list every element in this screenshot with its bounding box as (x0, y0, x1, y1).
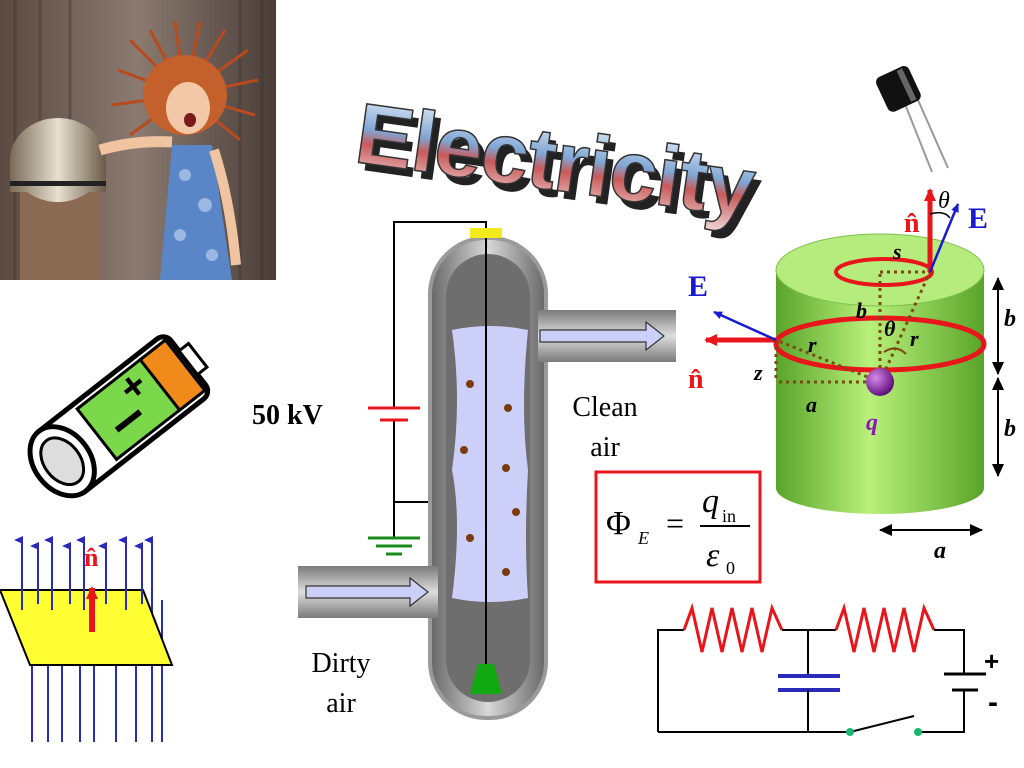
clean-air-label-1: Clean (572, 392, 637, 423)
dirty-air-arrow (305, 576, 429, 608)
right-r-label: r (910, 326, 919, 351)
flux-n-hat: n̂ (84, 543, 99, 572)
dust-particles (460, 380, 520, 576)
switch-lever (849, 715, 915, 733)
capacitor-component-image (876, 66, 949, 173)
precipitator-diagram: 50 kV Clean air Dirty air (252, 221, 676, 720)
gauss-law-equation: Φ E = q in ε 0 (594, 470, 762, 584)
plus-label: + (984, 646, 999, 676)
ground-symbol (368, 536, 420, 556)
theta-arc (883, 347, 907, 355)
bottom-a-label: a (934, 538, 946, 564)
equals-sign: = (666, 505, 684, 541)
phi-symbol: Φ (606, 505, 631, 542)
rc-circuit-diagram: + - (657, 602, 999, 736)
inner-theta-label: θ (884, 316, 896, 341)
top-e-label: E (968, 202, 988, 235)
voltage-label: 50 kV (252, 400, 323, 431)
circuit-left-wire (657, 629, 684, 732)
clean-air-arrow (539, 320, 665, 352)
column-cap (470, 228, 502, 238)
numerator-q: q (702, 483, 719, 520)
switch-contact-left (846, 728, 854, 736)
yellow-plane (0, 589, 174, 666)
denominator-subscript: 0 (726, 558, 735, 578)
side-field-arrow (713, 310, 777, 342)
cylinder-gaussian-surface: n̂ θ E s b θ r r E n̂ z a q b b a (688, 188, 1016, 564)
z-label: z (753, 360, 763, 385)
inner-b-label: b (856, 298, 867, 323)
flux-arrows-front (14, 536, 153, 610)
resistor-2 (834, 602, 936, 653)
electrode-weight (470, 664, 502, 694)
flux-plane-diagram: n̂ (0, 536, 174, 742)
resistor-1 (682, 602, 784, 653)
charge-q-label: q (866, 410, 878, 436)
point-charge (866, 368, 894, 396)
circuit-right-lower-wire (920, 690, 965, 733)
left-r-label: r (808, 332, 817, 357)
dirty-air-label-1: Dirty (311, 648, 370, 679)
construction-lines (774, 270, 932, 384)
minus-label: - (988, 686, 998, 719)
lower-b-label: b (1004, 416, 1016, 442)
dirty-air-label-2: air (326, 688, 356, 719)
numerator-subscript: in (722, 506, 736, 526)
denominator-epsilon: ε (706, 537, 720, 574)
battery-clipart: + (27, 334, 211, 499)
top-field-arrow (928, 203, 960, 273)
upper-b-label: b (1004, 306, 1016, 332)
title-wordart: Electricity Electricity (350, 85, 767, 245)
s-label: s (892, 239, 902, 264)
top-theta-arc (929, 211, 951, 219)
static-hair-photo (0, 0, 276, 280)
side-n-hat-label: n̂ (688, 364, 704, 395)
switch-contact-right (914, 728, 922, 736)
circuit-right-wire (934, 629, 965, 674)
top-theta-label: θ (938, 188, 950, 214)
a-label-inner: a (806, 392, 817, 417)
side-e-label: E (688, 270, 708, 303)
air-region (452, 326, 528, 602)
clean-air-label-2: air (590, 432, 620, 463)
top-n-hat-label: n̂ (904, 208, 920, 239)
phi-subscript: E (637, 528, 649, 548)
